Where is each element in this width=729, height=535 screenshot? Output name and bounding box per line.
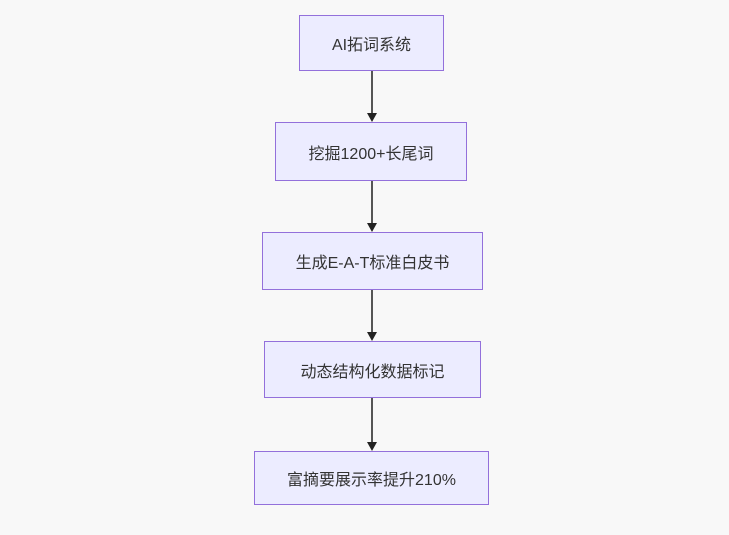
arrowhead-icon [367, 332, 377, 341]
arrow-line [371, 71, 373, 115]
flow-arrow [366, 181, 378, 232]
node-label: 挖掘1200+长尾词 [308, 145, 434, 163]
flowchart-node-eat-whitepaper: 生成E-A-T标准白皮书 [262, 232, 483, 290]
arrow-line [371, 290, 373, 334]
arrowhead-icon [367, 113, 377, 122]
node-label: AI拓词系统 [331, 37, 412, 54]
arrow-line [371, 181, 373, 225]
flowchart-node-longtail-mining: 挖掘1200+长尾词 [275, 122, 467, 181]
flowchart-node-structured-data-markup: 动态结构化数据标记 [264, 341, 481, 398]
node-label: 动态结构化数据标记 [300, 363, 445, 381]
flow-arrow [366, 290, 378, 341]
flow-arrow [366, 398, 378, 451]
flowchart-node-ai-word-system: AI拓词系统 [299, 15, 444, 71]
arrowhead-icon [367, 442, 377, 451]
node-label: 富摘要展示率提升210% [287, 472, 456, 489]
arrowhead-icon [367, 223, 377, 232]
flowchart-node-rich-snippet-rate: 富摘要展示率提升210% [254, 451, 489, 505]
flow-arrow [366, 71, 378, 122]
node-label: 生成E-A-T标准白皮书 [295, 255, 450, 272]
arrow-line [371, 398, 373, 444]
